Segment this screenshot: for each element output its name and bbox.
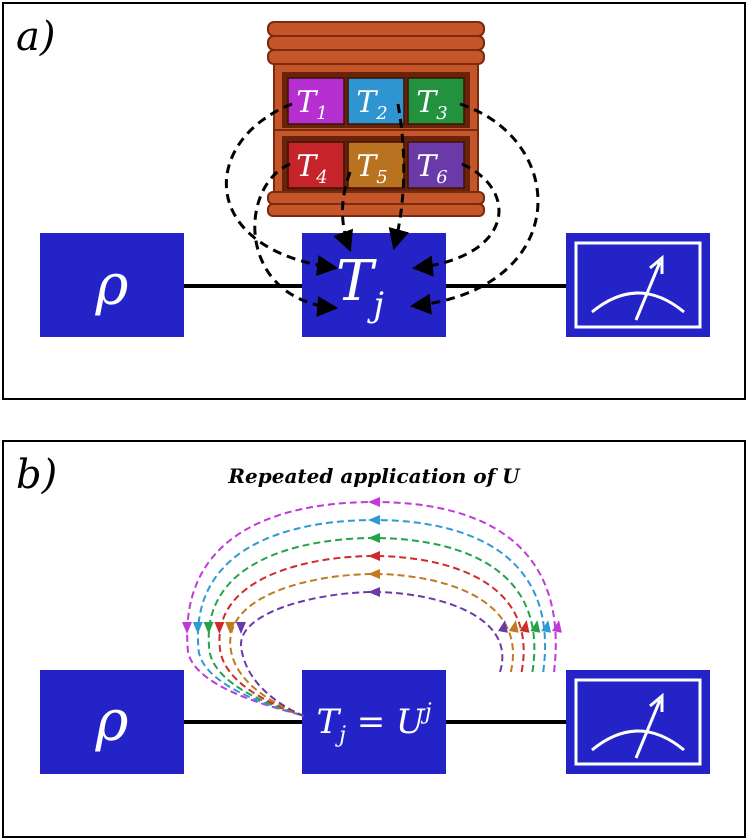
- tj-box-a: [302, 233, 446, 337]
- rho-symbol-b: ρ: [95, 689, 129, 754]
- shelf-tile-6: [407, 141, 465, 189]
- repetition-loop-5: [229, 572, 514, 717]
- panel-b-label: b): [16, 452, 58, 498]
- loop-arrowhead-2-1: [368, 515, 380, 525]
- repetition-loops: [182, 497, 562, 717]
- arrow-t4: [253, 162, 339, 317]
- loop-arrowhead-4-1: [368, 551, 380, 561]
- loop-arrowhead-2-2: [192, 622, 203, 634]
- arrow-t2: [388, 103, 409, 251]
- loop-arrowhead-2-3: [541, 620, 552, 633]
- shelf-tile-label-5: T5: [356, 149, 387, 188]
- loop-arrowhead-1-3: [552, 620, 562, 633]
- shelf-tile-1: [287, 77, 345, 125]
- loop-arrowhead-5-2: [225, 622, 236, 634]
- loop-arrowhead-5-1: [368, 569, 380, 579]
- shelf-tile-label-1: T1: [296, 85, 327, 124]
- loop-arrowhead-3-1: [368, 533, 380, 543]
- repetition-loop-2: [196, 518, 546, 717]
- loop-arrowhead-6-2: [236, 622, 246, 634]
- arrow-t6: [411, 162, 501, 277]
- loop-arrowhead-4-2: [214, 622, 225, 634]
- measurement-meter-icon-a: [566, 233, 710, 337]
- repetition-loop-3: [207, 536, 536, 717]
- loop-arrowhead-4-3: [519, 620, 530, 633]
- tj-equals-u-symbol: Tj = Uj: [316, 700, 431, 748]
- shelf-tile-2: [347, 77, 405, 125]
- loop-arrowhead-5-3: [508, 620, 519, 633]
- arrow-t1-outer: [224, 102, 339, 276]
- panel-b-caption: Repeated application of U: [227, 464, 521, 488]
- repetition-loop-4: [218, 554, 525, 717]
- rho-box-a: [40, 233, 184, 337]
- arrow-t5: [333, 171, 354, 252]
- arrow-t3: [409, 102, 540, 315]
- repetition-loop-6: [239, 590, 504, 717]
- measurement-meter-icon-b: [566, 670, 710, 774]
- shelf-tile-label-3: T3: [416, 85, 447, 124]
- tensor-selection-arrows: [224, 102, 540, 317]
- shelf-tile-label-6: T6: [416, 149, 447, 188]
- repetition-loop-1: [186, 500, 557, 717]
- tj-box-b: [302, 670, 446, 774]
- loop-arrowhead-1-2: [182, 622, 192, 634]
- loop-arrowhead-6-3: [498, 620, 508, 633]
- loop-arrowhead-6-1: [368, 587, 380, 597]
- shelf-tile-label-2: T2: [356, 85, 387, 124]
- shelf-tile-3: [407, 77, 465, 125]
- rho-symbol-a: ρ: [95, 253, 129, 318]
- loop-arrowhead-1-1: [368, 497, 380, 507]
- loop-arrowhead-3-2: [203, 622, 214, 634]
- shelf-tile-label-4: T4: [296, 149, 327, 188]
- loop-arrowhead-3-3: [530, 620, 541, 633]
- shelf-tile-4: [287, 141, 345, 189]
- tj-symbol-a: Tj: [336, 249, 384, 325]
- rho-box-b: [40, 670, 184, 774]
- panel-a-label: a): [16, 14, 56, 60]
